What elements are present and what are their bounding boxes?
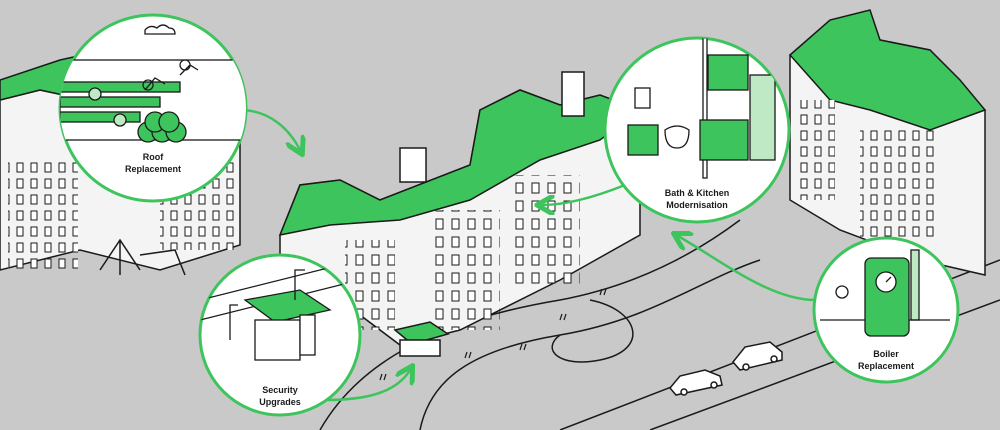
bath-label-line1: Bath & Kitchen	[665, 188, 730, 198]
callout-bath-kitchen-modernisation: Bath & Kitchen Modernisation	[603, 36, 791, 224]
car-2	[732, 341, 783, 371]
boiler-illustration	[820, 249, 950, 337]
security-label-line2: Upgrades	[259, 397, 301, 407]
playground	[99, 238, 186, 276]
main-entrance-canopy	[393, 321, 450, 357]
callout-boiler-replacement: Boiler Replacement	[812, 236, 960, 384]
roof-workers-illustration	[60, 24, 246, 143]
bathroom-kitchen-illustration	[627, 38, 776, 179]
callout-security-upgrades: Security Upgrades	[198, 253, 362, 417]
secure-entrance-illustration	[200, 259, 360, 361]
boiler-label-line2: Replacement	[858, 361, 914, 371]
bath-label-line2: Modernisation	[666, 200, 728, 210]
central-building	[278, 71, 642, 357]
callout-arrows	[239, 108, 816, 402]
roof-label-line1: Roof	[143, 152, 164, 162]
roof-label-line2: Replacement	[125, 164, 181, 174]
car-1	[669, 369, 723, 396]
security-label-line1: Security	[262, 385, 298, 395]
callout-roof-replacement: Roof Replacement	[58, 13, 248, 203]
right-building	[788, 9, 987, 276]
boiler-label-line1: Boiler	[873, 349, 899, 359]
grass-tufts	[379, 288, 607, 381]
